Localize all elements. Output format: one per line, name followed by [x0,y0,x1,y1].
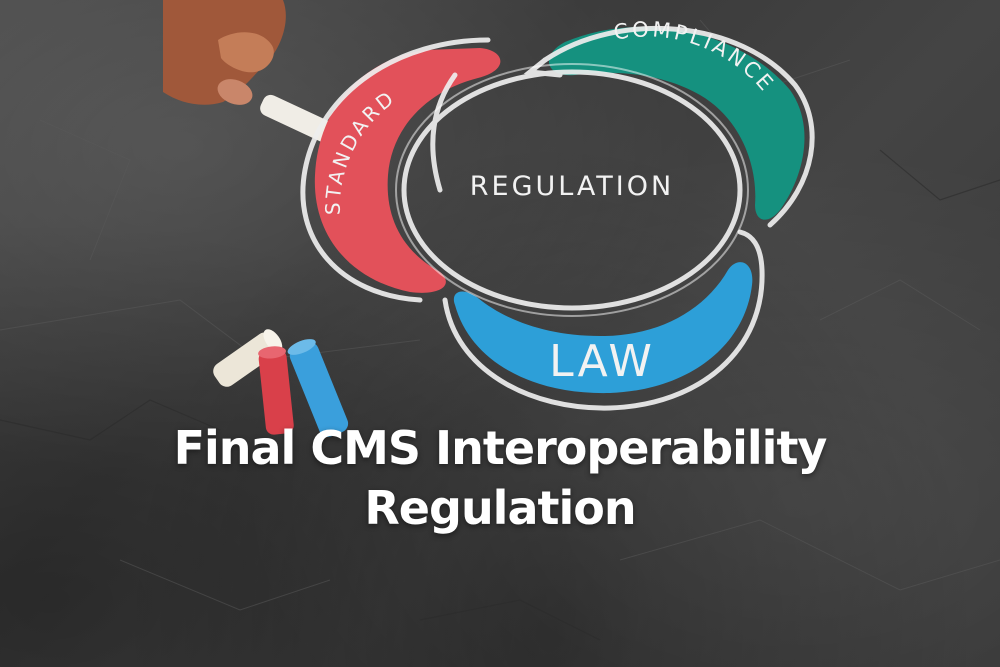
regulation-label: REGULATION [470,171,674,202]
compliance-arc [548,26,805,220]
law-label: LAW [549,336,655,387]
standard-arc [314,48,501,293]
white-chalk-stick [213,329,283,387]
headline-line-1: Final CMS Interoperability [173,421,828,475]
blue-chalk-stick [287,339,349,438]
law-arc [453,262,753,394]
headline-line-2: Regulation [364,481,636,535]
red-chalk-stick [258,346,294,435]
chalk-sticks [213,329,349,438]
